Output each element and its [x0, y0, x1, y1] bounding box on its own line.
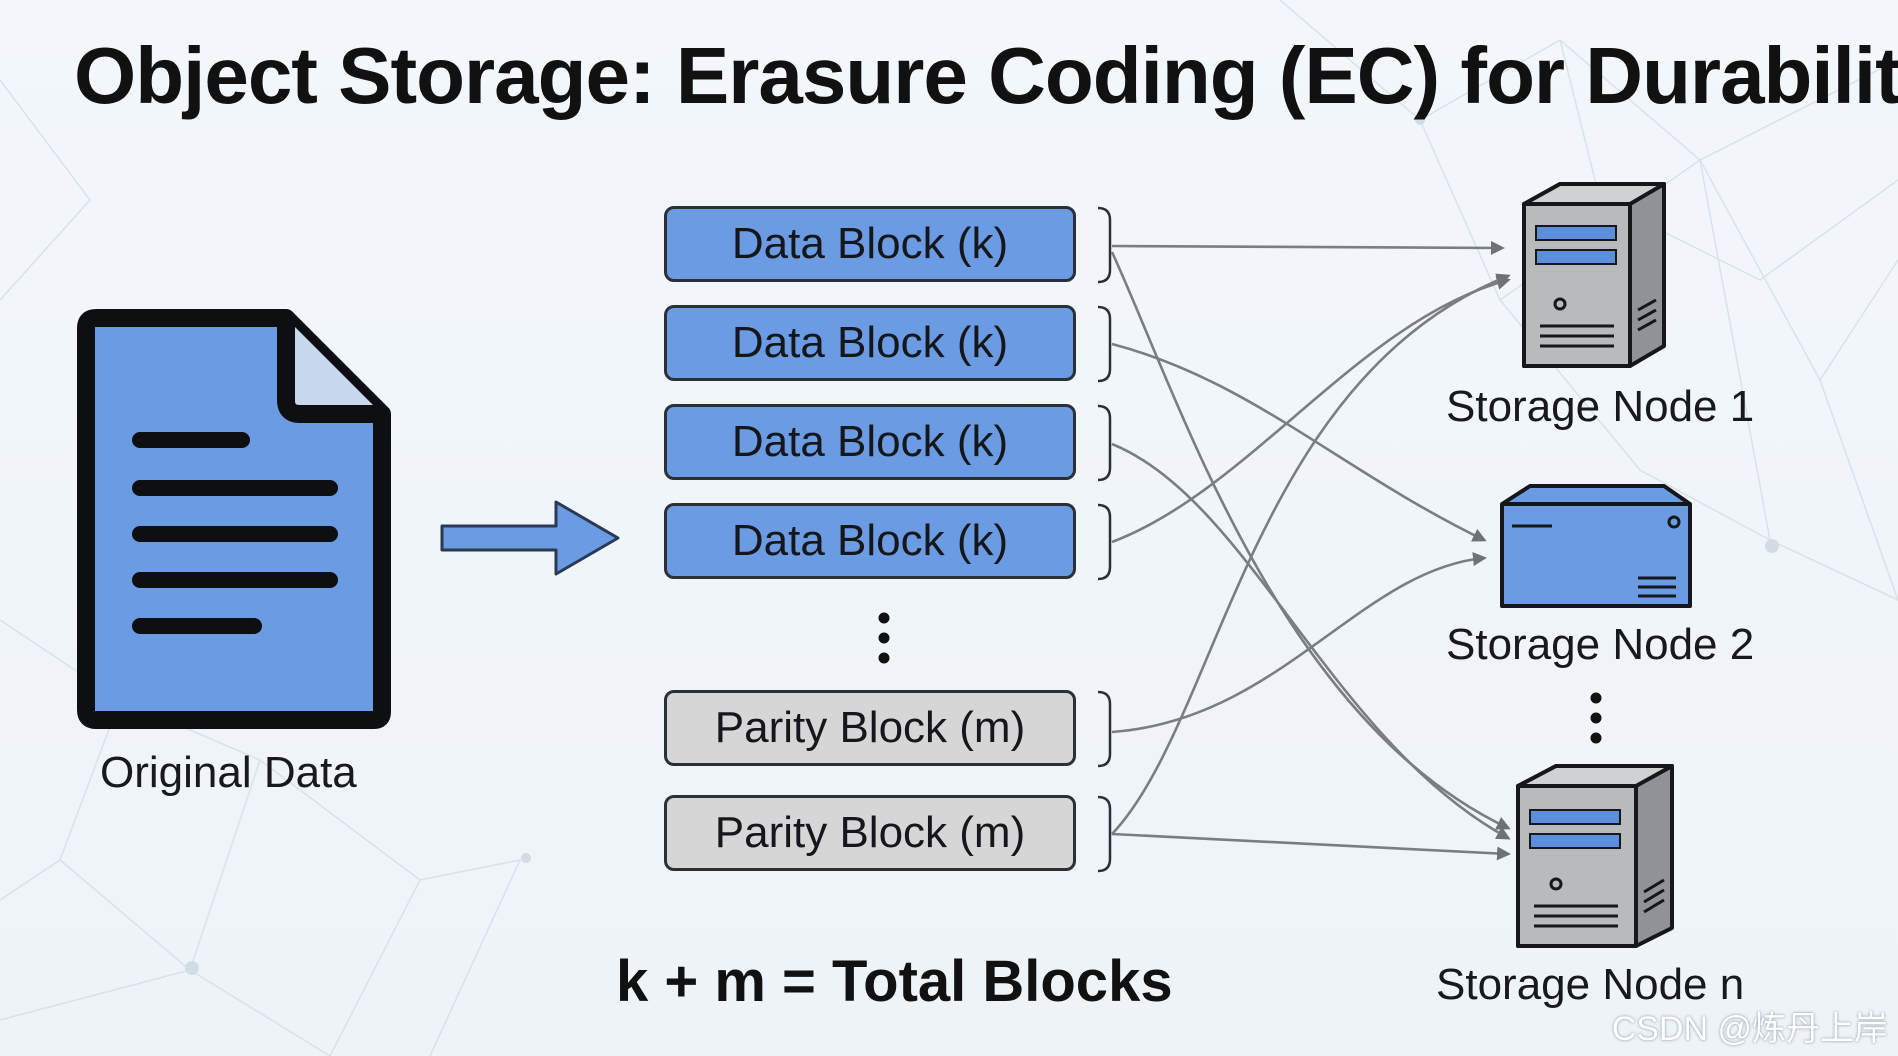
storage-node-2-label: Storage Node 2 [1446, 620, 1755, 669]
storage-node-1-label: Storage Node 1 [1446, 382, 1755, 431]
data-block-2: Data Block (k) [664, 305, 1076, 381]
data-block-3: Data Block (k) [664, 404, 1076, 480]
watermark: CSDN @炼丹上岸 [1611, 1010, 1888, 1048]
data-block-1: Data Block (k) [664, 206, 1076, 282]
formula-caption: k + m = Total Blocks [616, 949, 1173, 1014]
original-data-label: Original Data [100, 748, 357, 797]
parity-block-1: Parity Block (m) [664, 690, 1076, 766]
parity-block-2: Parity Block (m) [664, 795, 1076, 871]
storage-node-n-label: Storage Node n [1436, 960, 1745, 1009]
data-block-4: Data Block (k) [664, 503, 1076, 579]
diagram-title: Object Storage: Erasure Coding (EC) for … [74, 31, 1898, 120]
